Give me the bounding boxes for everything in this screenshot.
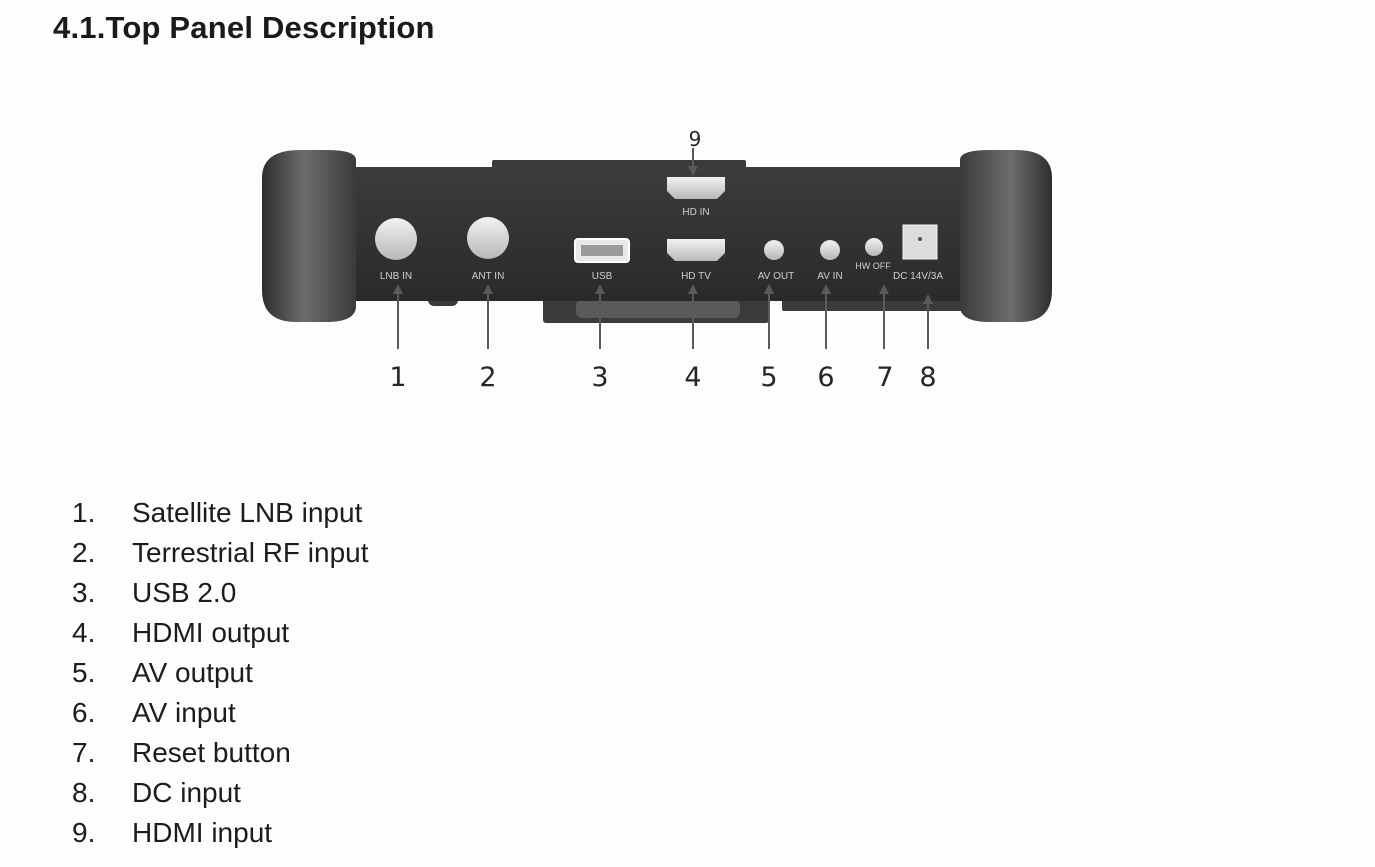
list-item: 7. Reset button (72, 733, 369, 773)
device-top-panel-illustration: LNB IN ANT IN USB HD IN HD TV AV OUT AV … (262, 127, 1052, 393)
port-label-hw-off: HW OFF (855, 261, 891, 271)
list-item: 5. AV output (72, 653, 369, 693)
list-item: 9. HDMI input (72, 813, 369, 853)
list-item: 3. USB 2.0 (72, 573, 369, 613)
dc-input-port (902, 224, 938, 260)
list-item-text: DC input (132, 777, 241, 808)
list-item-number: 4. (72, 617, 96, 648)
callout-5: 5 (760, 362, 777, 393)
callout-3: 3 (591, 362, 608, 393)
port-label-av-out: AV OUT (758, 271, 794, 282)
callout-9: 9 (689, 127, 702, 151)
top-panel-figure: LNB IN ANT IN USB HD IN HD TV AV OUT AV … (0, 0, 1375, 420)
right-grip (960, 150, 1052, 322)
hdmi-output-port (667, 239, 725, 261)
list-item: 1. Satellite LNB input (72, 493, 369, 533)
av-input-port (820, 240, 840, 260)
port-label-dc: DC 14V/3A (893, 271, 943, 282)
device-body (320, 167, 996, 301)
reset-button (865, 238, 883, 256)
stand-hinge (576, 300, 740, 318)
port-label-ant: ANT IN (472, 271, 505, 282)
list-item-number: 3. (72, 577, 96, 608)
callout-lines (393, 148, 933, 349)
lnb-input-port (375, 218, 417, 260)
callout-8: 8 (919, 362, 936, 393)
port-description-list: 1. Satellite LNB input 2. Terrestrial RF i… (72, 493, 369, 853)
callout-7: 7 (876, 362, 893, 393)
list-item-text: HDMI output (132, 617, 290, 648)
hdmi-input-port (667, 177, 725, 199)
dc-input-pin (918, 237, 922, 241)
port-label-hd-tv: HD TV (681, 271, 711, 282)
port-label-av-in: AV IN (817, 271, 842, 282)
list-item-text: AV output (132, 657, 253, 688)
callout-1: 1 (389, 362, 406, 393)
list-item: 8. DC input (72, 773, 369, 813)
list-item-number: 5. (72, 657, 96, 688)
list-item-number: 9. (72, 817, 96, 848)
port-label-hd-in: HD IN (682, 207, 709, 218)
list-item: 4. HDMI output (72, 613, 369, 653)
list-item-number: 2. (72, 537, 96, 568)
left-grip (262, 150, 356, 322)
list-item-text: Terrestrial RF input (132, 537, 369, 568)
list-item: 6. AV input (72, 693, 369, 733)
callout-6: 6 (817, 362, 834, 393)
section-title: 4.1.Top Panel Description (53, 10, 435, 45)
list-item-text: Satellite LNB input (132, 497, 363, 528)
av-output-port (764, 240, 784, 260)
callout-4: 4 (684, 362, 701, 393)
list-item-number: 6. (72, 697, 96, 728)
list-item: 2. Terrestrial RF input (72, 533, 369, 573)
ant-input-port (467, 217, 509, 259)
port-label-usb: USB (592, 271, 613, 282)
list-item-text: USB 2.0 (132, 577, 237, 608)
list-item-number: 8. (72, 777, 96, 808)
port-label-lnb: LNB IN (380, 271, 412, 282)
callout-2: 2 (479, 362, 496, 393)
list-item-text: HDMI input (132, 817, 273, 848)
usb-port-slot (581, 245, 623, 256)
list-item-text: Reset button (132, 737, 291, 768)
list-item-text: AV input (132, 697, 236, 728)
list-item-number: 1. (72, 497, 96, 528)
list-item-number: 7. (72, 737, 96, 768)
